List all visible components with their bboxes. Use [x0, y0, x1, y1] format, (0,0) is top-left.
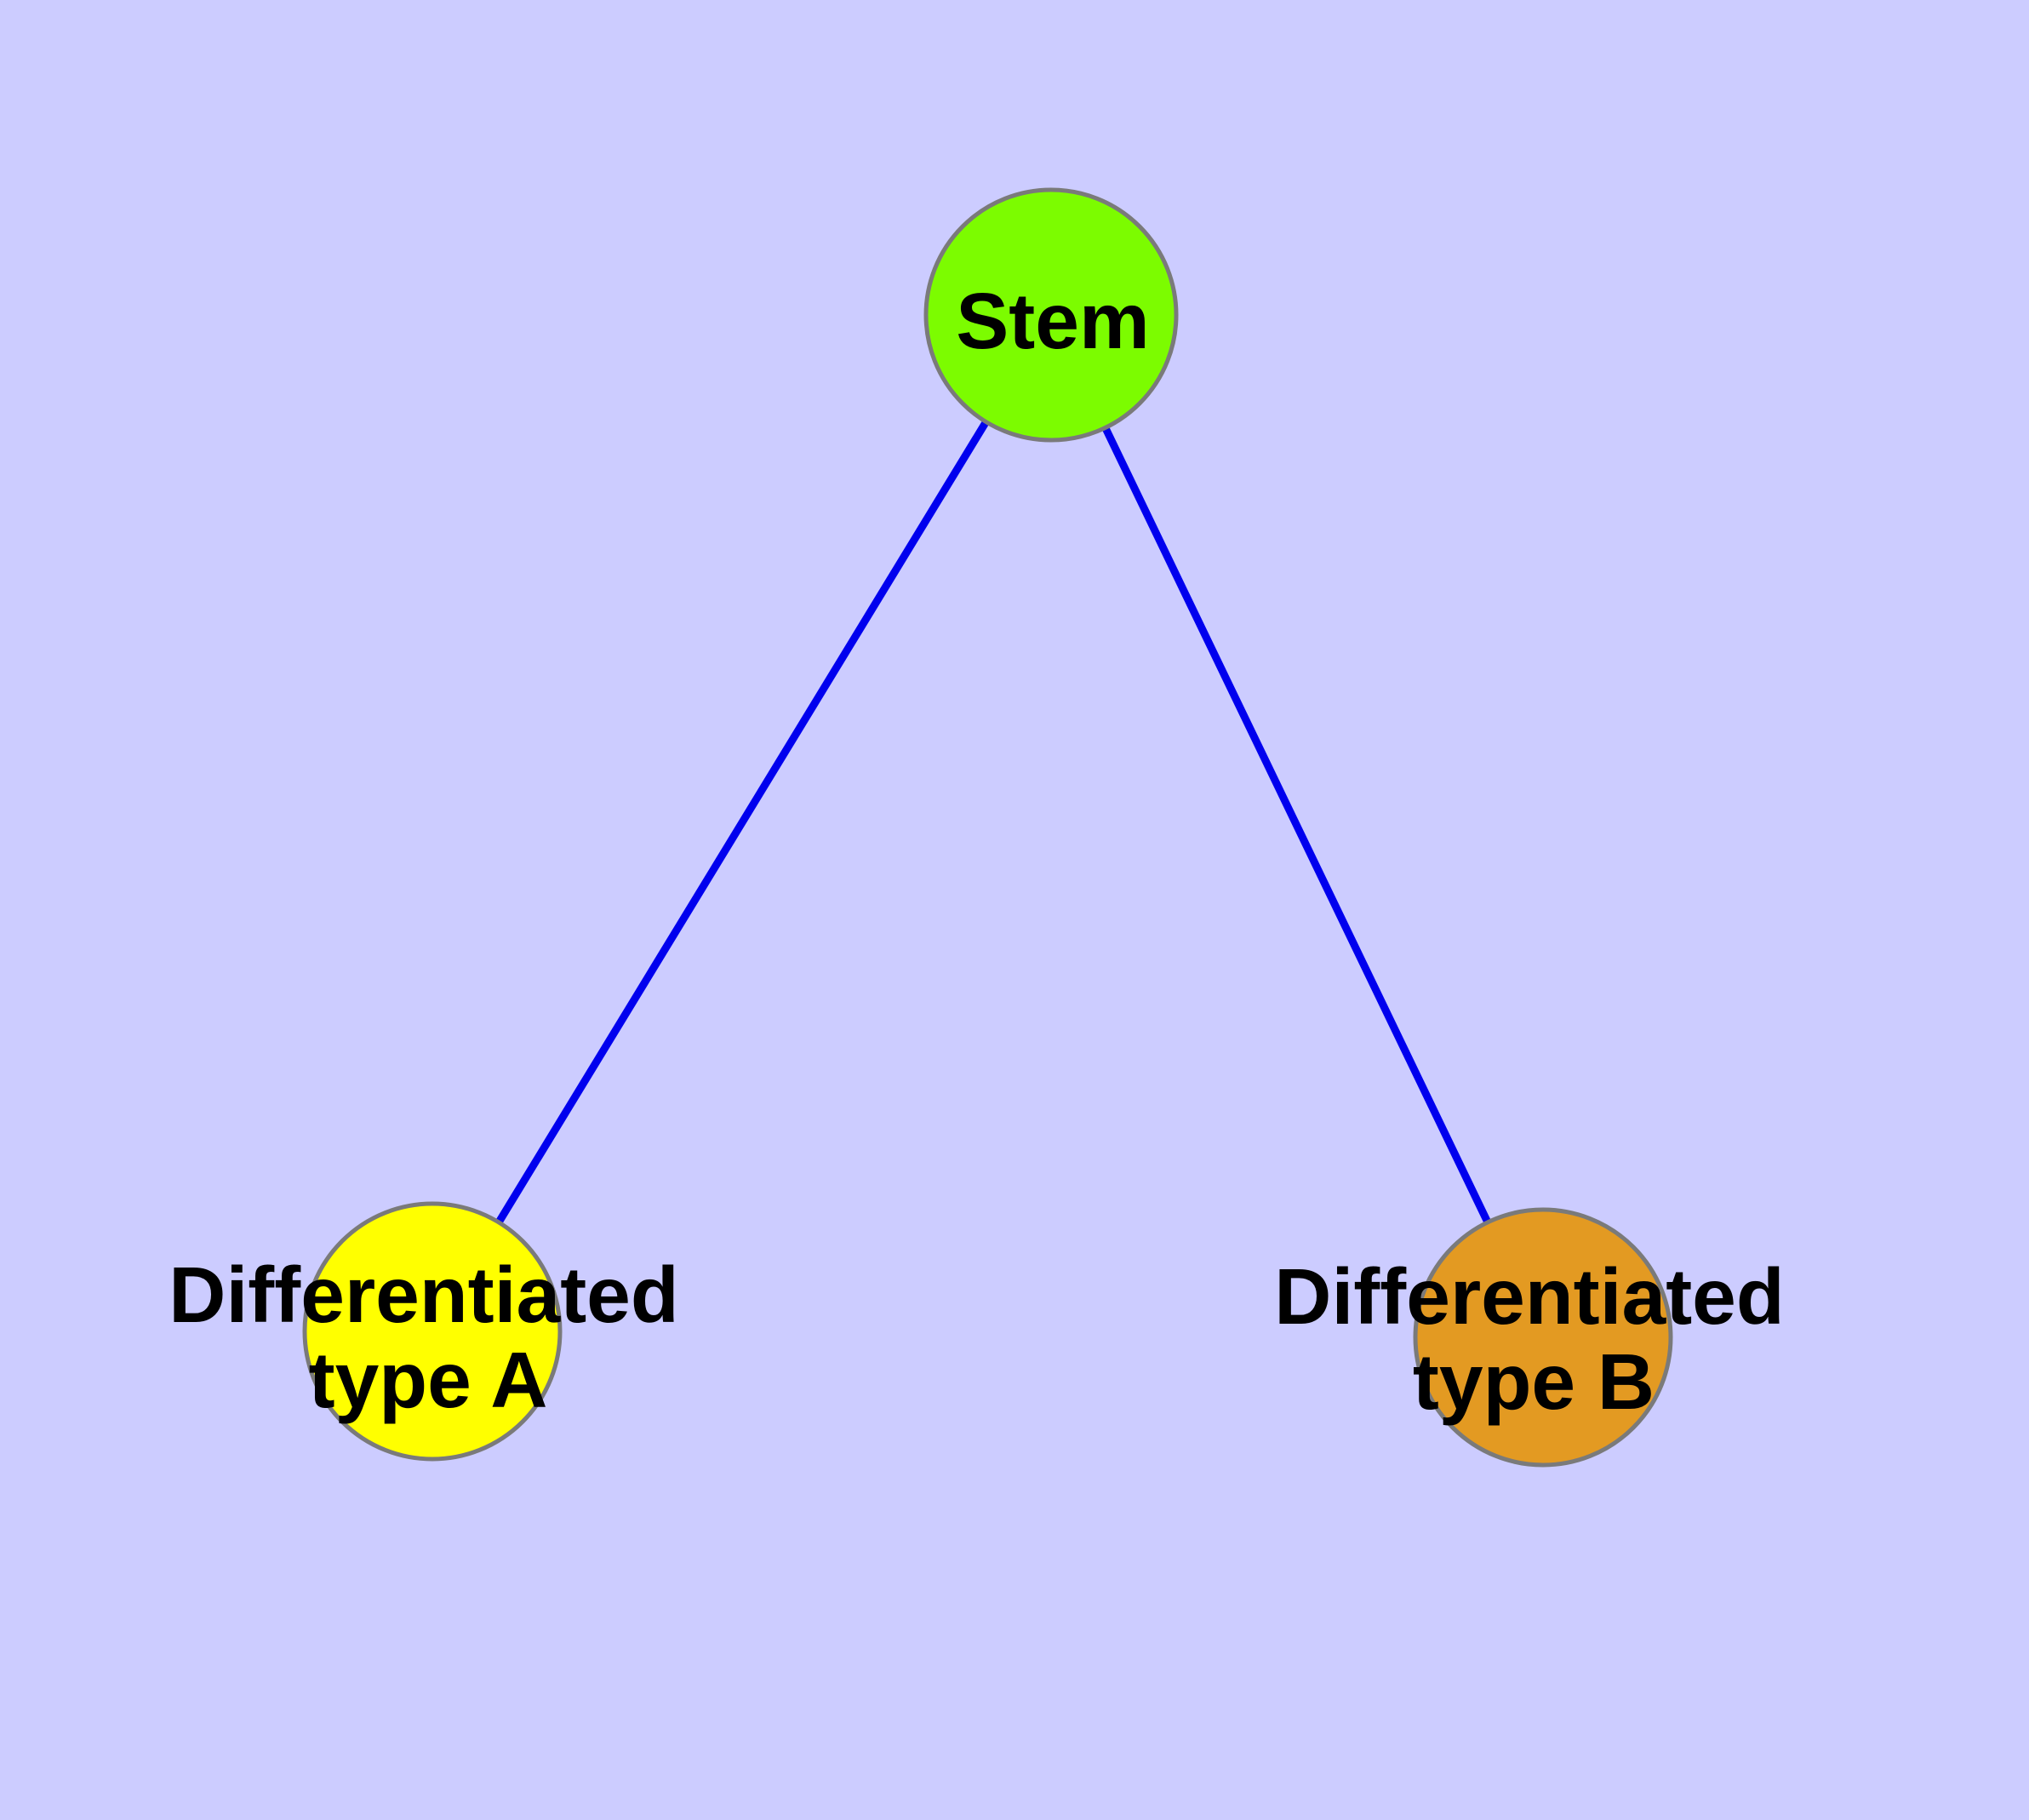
node-type-a-label-line2: type A — [309, 1336, 548, 1424]
node-differentiated-type-a — [302, 1201, 563, 1462]
edge-stem-to-type-a — [429, 312, 1055, 1334]
node-type-a-label-line1: Differentiated — [169, 1251, 678, 1339]
node-stem-label: Stem — [956, 277, 1149, 365]
edge-stem-to-type-b — [1047, 313, 1547, 1339]
node-type-b-label-line1: Differentiated — [1274, 1252, 1784, 1341]
node-stem — [923, 187, 1179, 443]
node-type-b-label-line2: type B — [1413, 1337, 1655, 1426]
node-differentiated-type-b — [1413, 1207, 1673, 1468]
